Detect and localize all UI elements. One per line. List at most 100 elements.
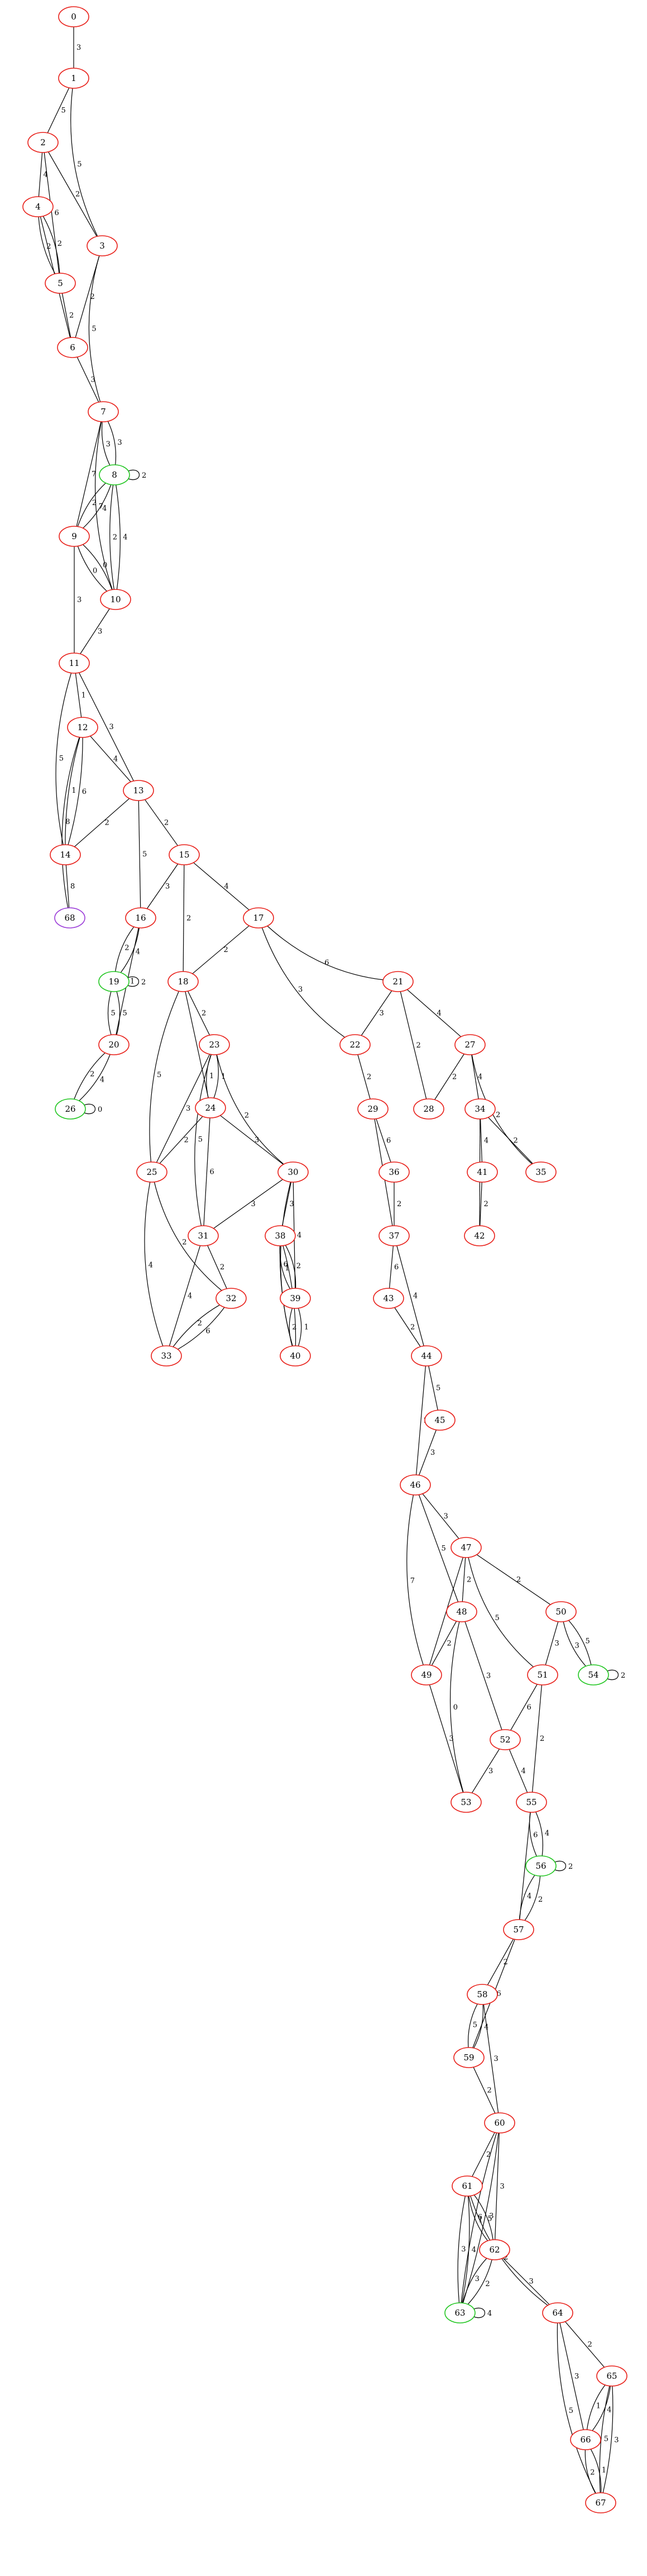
edge-24-25 bbox=[159, 1116, 203, 1164]
edge-1-3 bbox=[70, 88, 98, 237]
edge-weight-label-1-2: 5 bbox=[61, 107, 66, 115]
graph-node-15: 15 bbox=[169, 844, 200, 865]
edge-weight-label-16-19: 2 bbox=[124, 944, 129, 952]
node-label: 62 bbox=[489, 2245, 500, 2255]
node-ellipse bbox=[503, 1919, 534, 1940]
edge-weight-label-15-17: 4 bbox=[224, 883, 229, 891]
edge-59-60 bbox=[473, 2066, 496, 2114]
edge-47-48 bbox=[462, 1557, 466, 1602]
node-ellipse bbox=[215, 1288, 247, 1309]
node-ellipse bbox=[378, 1225, 410, 1246]
edge-weight-label-8-9: 4 bbox=[102, 504, 107, 513]
edge-45-46 bbox=[419, 1430, 437, 1475]
edge-weight-label-24-25: 2 bbox=[184, 1136, 189, 1145]
edge-17-18 bbox=[192, 925, 250, 974]
edge-weight-label-39-40: 2 bbox=[292, 1323, 296, 1332]
edge-23-24 bbox=[213, 1054, 219, 1098]
edge-weight-label-25-32: 2 bbox=[182, 1239, 186, 1247]
edge-weight-label-12-14: 1 bbox=[71, 787, 76, 795]
node-label: 54 bbox=[588, 1670, 598, 1680]
edge-24-31 bbox=[203, 1117, 210, 1226]
edge-2-3 bbox=[48, 151, 97, 237]
edge-weight-label-8-10: 2 bbox=[113, 534, 117, 542]
edge-8-10 bbox=[109, 484, 114, 590]
node-label: 0 bbox=[71, 12, 76, 22]
node-ellipse bbox=[479, 2239, 510, 2260]
edge-weight-label-7-8: 3 bbox=[106, 440, 111, 449]
node-ellipse bbox=[55, 1098, 86, 1120]
edge-weight-label-43-44: 2 bbox=[410, 1323, 415, 1332]
graph-node-57: 57 bbox=[503, 1919, 534, 1940]
edge-26-26 bbox=[84, 1103, 96, 1115]
graph-node-31: 31 bbox=[188, 1225, 219, 1246]
edge-weight-label-2-3: 2 bbox=[75, 191, 80, 199]
node-ellipse bbox=[27, 132, 59, 153]
edge-weight-label-34-35: 2 bbox=[514, 1137, 518, 1145]
edge-weight-label-60-61: 2 bbox=[486, 2151, 491, 2159]
edge-weight-label-8-8: 2 bbox=[142, 472, 146, 480]
edge-9-10 bbox=[83, 544, 113, 590]
edge-weight-label-52-53: 3 bbox=[488, 1767, 493, 1775]
graph-node-22: 22 bbox=[339, 1034, 371, 1055]
node-label: 21 bbox=[392, 977, 403, 987]
edge-weight-label-21-27: 4 bbox=[437, 1010, 442, 1018]
edge-weight-label-10-11: 3 bbox=[98, 627, 102, 636]
node-ellipse bbox=[188, 1225, 219, 1246]
edge-51-55 bbox=[532, 1684, 542, 1793]
node-ellipse bbox=[413, 1098, 444, 1120]
node-label: 68 bbox=[64, 913, 75, 923]
node-label: 8 bbox=[112, 470, 117, 480]
node-label: 59 bbox=[463, 2053, 474, 2063]
edge-64-67 bbox=[557, 2322, 596, 2494]
graph-node-0: 0 bbox=[58, 6, 89, 27]
edge-24-30 bbox=[220, 1115, 284, 1165]
edge-17-21 bbox=[267, 926, 384, 980]
edge-weight-label-61-64: 2 bbox=[504, 2253, 508, 2261]
edge-21-28 bbox=[400, 991, 427, 1099]
edge-61-63 bbox=[462, 2196, 470, 2303]
graph-node-42: 42 bbox=[464, 1225, 495, 1246]
edge-47-51 bbox=[468, 1557, 534, 1668]
edge-weight-label-29-36: 6 bbox=[386, 1137, 391, 1145]
edge-39-40 bbox=[289, 1308, 293, 1346]
edge-34-35 bbox=[488, 1117, 533, 1164]
edge-weight-label-8-9: 2 bbox=[92, 499, 97, 507]
edge-weight-label-37-43: 6 bbox=[394, 1263, 399, 1272]
edge-10-11 bbox=[80, 608, 110, 654]
edge-weight-label-22-29: 2 bbox=[367, 1073, 371, 1082]
graph-node-4: 4 bbox=[22, 196, 54, 217]
node-ellipse bbox=[100, 589, 131, 610]
node-ellipse bbox=[151, 1345, 182, 1366]
edge-weight-label-48-49: 2 bbox=[447, 1640, 452, 1648]
graph-node-47: 47 bbox=[450, 1537, 482, 1558]
node-ellipse bbox=[243, 907, 274, 928]
node-label: 1 bbox=[71, 73, 76, 83]
graph-node-11: 11 bbox=[59, 653, 90, 674]
edge-layer bbox=[38, 27, 619, 2494]
edge-30-31 bbox=[213, 1179, 283, 1229]
edge-weight-label-13-15: 2 bbox=[164, 819, 169, 827]
edge-weight-label-30-38: 3 bbox=[290, 1200, 294, 1208]
edge-weight-label-61-63: 3 bbox=[461, 2245, 466, 2254]
edge-weight-label-59-60: 2 bbox=[487, 2087, 492, 2095]
edge-48-52 bbox=[464, 1621, 502, 1730]
edge-48-53 bbox=[449, 1621, 464, 1793]
graph-node-62: 62 bbox=[479, 2239, 510, 2260]
node-ellipse bbox=[382, 971, 414, 992]
node-label: 56 bbox=[535, 1861, 546, 1871]
graph-node-68: 68 bbox=[54, 907, 85, 928]
edge-weight-label-51-55: 2 bbox=[540, 1735, 544, 1743]
edge-weight-label-16-19: 4 bbox=[136, 948, 140, 956]
node-ellipse bbox=[467, 1161, 498, 1183]
edge-17-22 bbox=[261, 927, 345, 1038]
edge-weight-label-61-63: 4 bbox=[472, 2246, 476, 2254]
edge-weight-label-61-62: 3 bbox=[489, 2212, 493, 2220]
node-ellipse bbox=[339, 1034, 371, 1055]
graph-node-51: 51 bbox=[527, 1664, 558, 1685]
edge-60-63 bbox=[462, 2132, 499, 2303]
edge-20-26 bbox=[74, 1053, 106, 1099]
edge-11-12 bbox=[75, 673, 82, 718]
node-ellipse bbox=[357, 1098, 389, 1120]
node-label: 50 bbox=[555, 1607, 566, 1617]
edge-weight-label-31-33: 4 bbox=[188, 1292, 192, 1301]
